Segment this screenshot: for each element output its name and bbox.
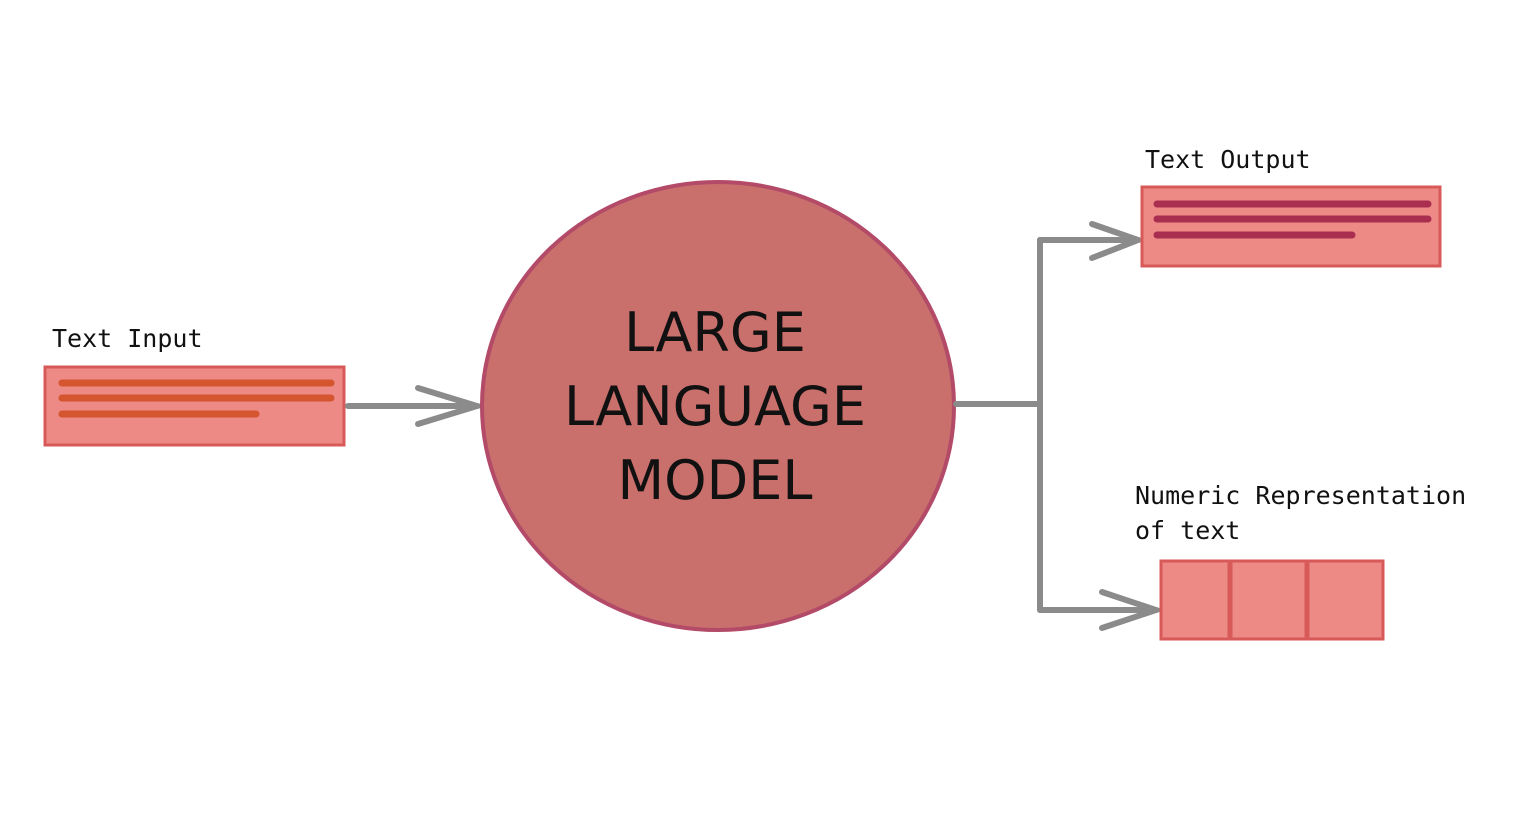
model-to-numeric-output-arrow	[1037, 589, 1166, 631]
text-input-label: Text Input	[52, 324, 203, 353]
numeric-output-label-line-1: Numeric Representation	[1135, 481, 1466, 510]
large-language-model-circle: LARGE LANGUAGE MODEL	[480, 180, 956, 632]
text-output-box	[1140, 185, 1442, 268]
numeric-output-label-line-2: of text	[1135, 516, 1240, 545]
text-input-box	[43, 365, 346, 447]
numeric-vector-box	[1159, 559, 1385, 641]
model-label-line-3: MODEL	[618, 449, 813, 512]
text-output-label: Text Output	[1145, 145, 1311, 174]
model-label-line-2: LANGUAGE	[564, 375, 866, 438]
model-output-connector	[953, 237, 1043, 613]
model-to-text-output-arrow	[1037, 221, 1147, 261]
model-label-line-1: LARGE	[624, 301, 806, 364]
input-to-model-arrow	[345, 385, 488, 427]
